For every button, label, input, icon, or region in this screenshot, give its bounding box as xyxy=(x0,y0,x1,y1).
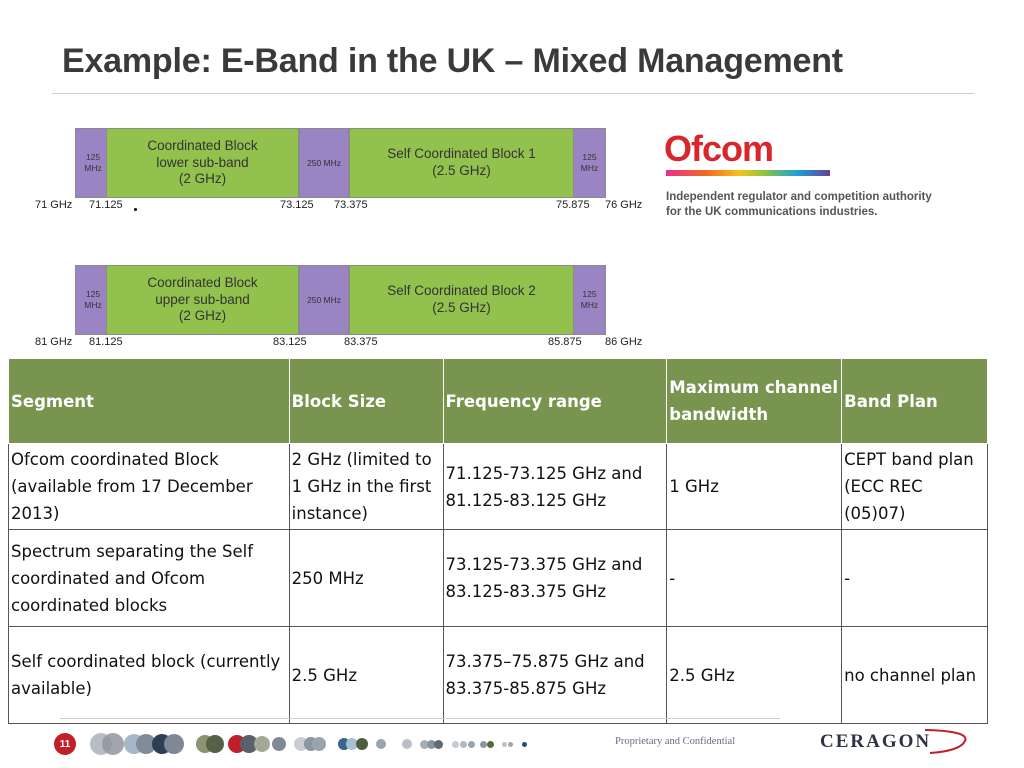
col-header-band-plan: Band Plan xyxy=(841,358,988,444)
ceragon-swoosh-icon xyxy=(924,729,967,754)
col-header-max-channel-bandwidth: Maximum channel bandwidth xyxy=(666,358,843,444)
separator-250mhz: 250 MHz xyxy=(299,265,349,335)
table-header-row: Segment Block Size Frequency range Maxim… xyxy=(8,358,988,444)
cell-max-bandwidth: 1 GHz xyxy=(666,443,843,530)
stray-dot xyxy=(134,208,137,211)
freq-label: 73.375 xyxy=(334,199,368,211)
ofcom-logo: Ofcom xyxy=(664,128,774,169)
freq-label: 71 GHz xyxy=(35,199,73,211)
cell-segment: Ofcom coordinated Block (available from … xyxy=(8,443,290,530)
page-number-badge: 11 xyxy=(54,733,76,755)
title-divider xyxy=(52,93,974,94)
cell-band-plan: no channel plan xyxy=(841,626,988,724)
self-coordinated-block-2: Self Coordinated Block 2(2.5 GHz) xyxy=(349,265,574,335)
e-band-segment-table: Segment Block Size Frequency range Maxim… xyxy=(8,358,988,724)
col-header-frequency-range: Frequency range xyxy=(442,358,668,444)
self-coordinated-block-1: Self Coordinated Block 1(2.5 GHz) xyxy=(349,128,574,198)
freq-label: 73.125 xyxy=(280,199,314,211)
table-row: Self coordinated block (currently availa… xyxy=(8,626,988,724)
freq-label: 85.875 xyxy=(548,336,582,348)
freq-label: 81.125 xyxy=(89,336,123,348)
ofcom-logo-stripe xyxy=(666,170,830,176)
col-header-segment: Segment xyxy=(8,358,290,444)
cell-band-plan: CEPT band plan (ECC REC (05)07) xyxy=(841,443,988,530)
slide-title: Example: E-Band in the UK – Mixed Manage… xyxy=(62,42,843,80)
footer-confidential: Proprietary and Confidential xyxy=(615,736,736,747)
cell-max-bandwidth: 2.5 GHz xyxy=(666,626,843,724)
freq-label: 81 GHz xyxy=(35,336,73,348)
ofcom-tagline: Independent regulator and competition au… xyxy=(666,191,932,218)
cell-frequency-range: 73.375–75.875 GHz and 83.375-85.875 GHz xyxy=(442,626,668,724)
cell-block-size: 2 GHz (limited to 1 GHz in the first ins… xyxy=(288,443,444,530)
freq-label: 83.125 xyxy=(273,336,307,348)
col-header-block-size: Block Size xyxy=(288,358,444,444)
table-row: Ofcom coordinated Block (available from … xyxy=(8,443,988,530)
cell-frequency-range: 71.125-73.125 GHz and 81.125-83.125 GHz xyxy=(442,443,668,530)
cell-band-plan: - xyxy=(841,529,988,627)
cell-block-size: 2.5 GHz xyxy=(288,626,444,724)
freq-label: 86 GHz xyxy=(605,336,643,348)
cell-segment: Self coordinated block (currently availa… xyxy=(8,626,290,724)
cell-block-size: 250 MHz xyxy=(288,529,444,627)
freq-label: 75.875 xyxy=(556,199,590,211)
footer-divider xyxy=(60,718,780,719)
freq-label: 71.125 xyxy=(89,199,123,211)
cell-segment: Spectrum separating the Self coordinated… xyxy=(8,529,290,627)
cell-max-bandwidth: - xyxy=(666,529,843,627)
frequency-labels-71-76: 71 GHz 71.125 73.125 73.375 75.875 76 GH… xyxy=(30,199,650,215)
frequency-labels-81-86: 81 GHz 81.125 83.125 83.375 85.875 86 GH… xyxy=(30,336,650,352)
freq-label: 76 GHz xyxy=(605,199,643,211)
freq-label: 83.375 xyxy=(344,336,378,348)
cell-frequency-range: 73.125-73.375 GHz and 83.125-83.375 GHz xyxy=(442,529,668,627)
ceragon-logo: CERAGON xyxy=(820,727,970,755)
separator-250mhz: 250 MHz xyxy=(299,128,349,198)
table-row: Spectrum separating the Self coordinated… xyxy=(8,529,988,627)
